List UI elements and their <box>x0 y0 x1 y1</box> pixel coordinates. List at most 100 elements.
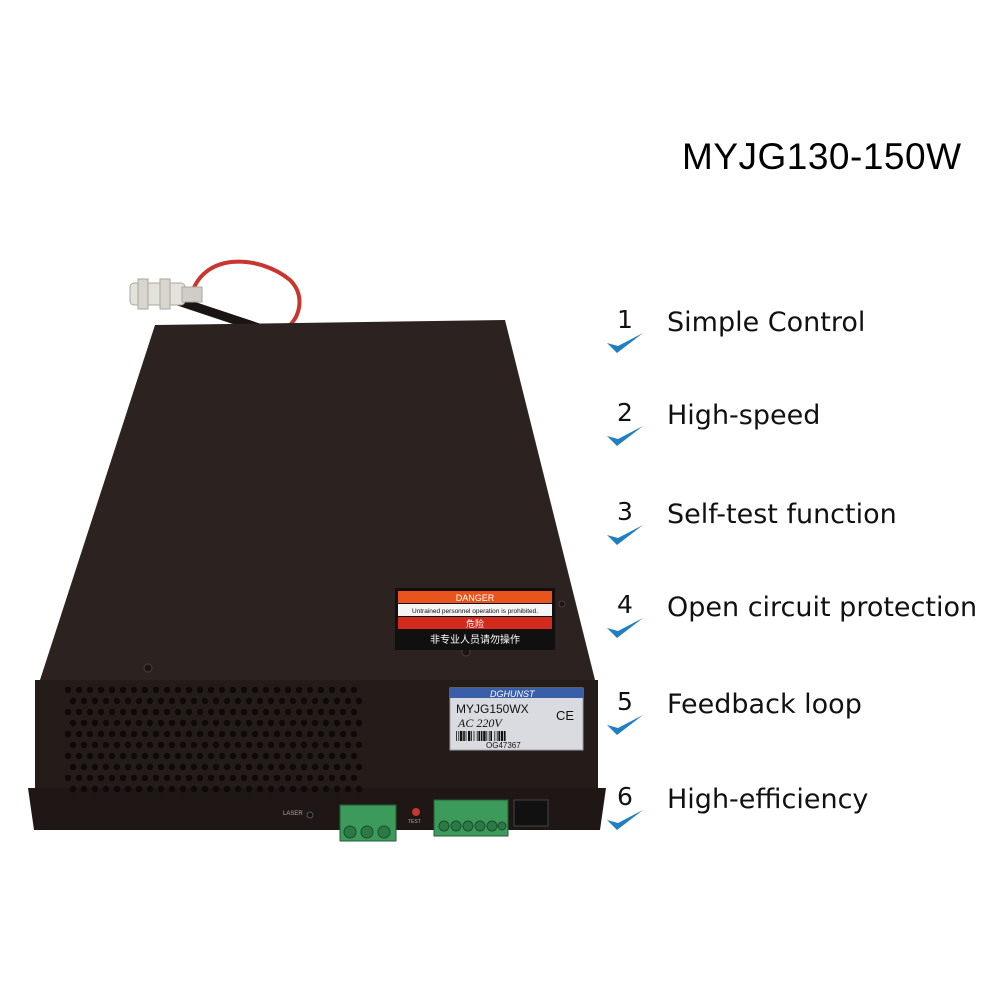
vent-hole <box>130 752 138 760</box>
vent-hole <box>185 730 193 738</box>
checkmark-icon <box>607 715 643 735</box>
vent-hole <box>207 686 215 694</box>
vent-hole <box>229 686 237 694</box>
danger-header: DANGER <box>456 593 495 603</box>
vent-hole <box>97 708 105 716</box>
vent-hole <box>69 697 77 705</box>
vent-hole <box>157 763 165 771</box>
vent-hole <box>262 686 270 694</box>
vent-hole <box>333 719 341 727</box>
vent-hole <box>262 774 270 782</box>
checkmark-icon <box>607 618 643 638</box>
vent-hole <box>284 774 292 782</box>
barcode-bar <box>490 731 492 741</box>
vent-hole <box>64 708 72 716</box>
vent-hole <box>201 763 209 771</box>
vent-hole <box>157 697 165 705</box>
vent-hole <box>350 774 358 782</box>
vent-hole <box>108 752 116 760</box>
vent-hole <box>256 697 264 705</box>
vent-hole <box>130 686 138 694</box>
vent-hole <box>212 719 220 727</box>
vent-hole <box>75 752 83 760</box>
vent-hole <box>163 708 171 716</box>
vent-hole <box>97 774 105 782</box>
vent-hole <box>311 719 319 727</box>
vent-hole <box>146 763 154 771</box>
vent-hole <box>102 697 110 705</box>
vent-hole <box>119 774 127 782</box>
vent-hole <box>135 785 143 793</box>
vent-hole <box>267 741 275 749</box>
ce-mark: CE <box>556 708 574 723</box>
vent-hole <box>355 741 363 749</box>
barcode-bar <box>498 731 500 741</box>
vent-hole <box>218 730 226 738</box>
vent-hole <box>223 719 231 727</box>
barcode-bar <box>463 731 465 741</box>
vent-hole <box>273 774 281 782</box>
vent-hole <box>262 752 270 760</box>
vent-hole <box>234 719 242 727</box>
vent-hole <box>91 763 99 771</box>
vent-hole <box>190 785 198 793</box>
vent-hole <box>108 708 116 716</box>
brand-name: DGHUNST <box>490 689 536 699</box>
vent-hole <box>102 785 110 793</box>
data-port <box>513 799 549 827</box>
vent-hole <box>344 763 352 771</box>
vent-hole <box>113 785 121 793</box>
vent-hole <box>317 686 325 694</box>
danger-text-cn: 非专业人员请勿操作 <box>430 633 520 646</box>
vent-hole <box>91 785 99 793</box>
barcode-bar <box>473 731 475 741</box>
vent-hole <box>355 719 363 727</box>
vent-hole <box>267 785 275 793</box>
vent-hole <box>262 708 270 716</box>
vent-hole <box>300 741 308 749</box>
vent-hole <box>240 686 248 694</box>
vent-hole <box>256 741 264 749</box>
vent-hole <box>251 774 259 782</box>
vent-hole <box>185 708 193 716</box>
vent-hole <box>229 774 237 782</box>
vent-hole <box>201 719 209 727</box>
vent-hole <box>251 708 259 716</box>
vent-hole <box>212 785 220 793</box>
vent-hole <box>168 697 176 705</box>
vent-hole <box>328 752 336 760</box>
vent-grid <box>64 686 363 793</box>
vent-hole <box>75 730 83 738</box>
vent-hole <box>240 774 248 782</box>
vent-hole <box>108 730 116 738</box>
vent-hole <box>80 741 88 749</box>
vent-hole <box>124 719 132 727</box>
vent-hole <box>152 708 160 716</box>
vent-hole <box>185 686 193 694</box>
vent-hole <box>245 697 253 705</box>
vent-hole <box>256 763 264 771</box>
vent-hole <box>223 763 231 771</box>
vent-hole <box>218 708 226 716</box>
vent-hole <box>80 785 88 793</box>
vent-hole <box>157 785 165 793</box>
vent-hole <box>64 774 72 782</box>
vent-hole <box>295 686 303 694</box>
vent-hole <box>190 719 198 727</box>
vent-hole <box>179 719 187 727</box>
laser-indicator-label: LASER <box>283 811 303 817</box>
vent-hole <box>201 785 209 793</box>
vent-hole <box>201 697 209 705</box>
vent-hole <box>141 686 149 694</box>
danger-header-cn: 危险 <box>466 618 484 630</box>
vent-hole <box>350 752 358 760</box>
vent-hole <box>355 697 363 705</box>
vent-hole <box>317 774 325 782</box>
vent-hole <box>350 686 358 694</box>
vent-hole <box>201 741 209 749</box>
feature-label: High-efficiency <box>667 784 869 815</box>
